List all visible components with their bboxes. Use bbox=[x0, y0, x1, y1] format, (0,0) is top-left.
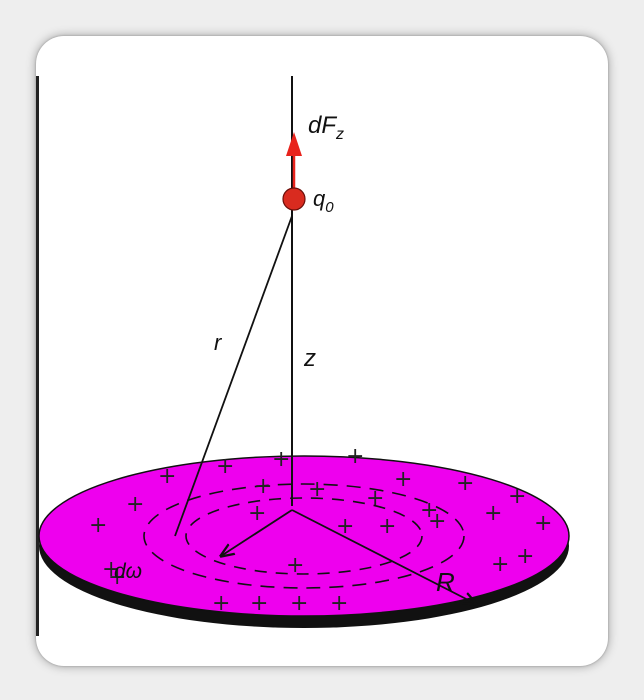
force-arrowhead bbox=[286, 132, 302, 156]
plus-sign: + bbox=[366, 486, 384, 511]
plus-sign: + bbox=[290, 591, 308, 616]
plus-sign: + bbox=[248, 501, 266, 526]
plus-charges: ++++++++++++++++++++++++++++ bbox=[89, 444, 552, 616]
plus-sign: + bbox=[108, 565, 126, 590]
figure-card: ++++++++++++++++++++++++++++ dFz q0 r z … bbox=[36, 36, 608, 666]
ring-outer bbox=[143, 483, 465, 589]
r-label: r bbox=[214, 330, 223, 355]
plus-sign: + bbox=[336, 514, 354, 539]
charge-label: q0 bbox=[313, 186, 334, 216]
plus-sign: + bbox=[308, 477, 326, 502]
plus-sign: + bbox=[102, 557, 120, 582]
plus-sign: + bbox=[491, 552, 509, 577]
plus-sign: + bbox=[286, 553, 304, 578]
plus-sign: + bbox=[216, 454, 234, 479]
plus-sign: + bbox=[126, 492, 144, 517]
radius-label: R bbox=[436, 567, 455, 597]
plus-sign: + bbox=[346, 444, 364, 469]
charged-disk bbox=[38, 455, 570, 617]
point-charge bbox=[282, 187, 306, 211]
z-label: z bbox=[303, 345, 316, 372]
area-element-arrow bbox=[221, 509, 293, 556]
plus-sign: + bbox=[420, 498, 438, 523]
radius-arrow bbox=[291, 509, 476, 604]
plus-sign: + bbox=[484, 501, 502, 526]
plus-sign: + bbox=[158, 464, 176, 489]
force-label: dFz bbox=[308, 112, 344, 143]
plus-sign: + bbox=[378, 514, 396, 539]
plus-sign: + bbox=[534, 511, 552, 536]
plus-sign: + bbox=[89, 513, 107, 538]
left-edge-line bbox=[36, 76, 39, 636]
plus-sign: + bbox=[456, 471, 474, 496]
plus-sign: + bbox=[508, 484, 526, 509]
ring-inner bbox=[185, 497, 423, 575]
plus-sign: + bbox=[330, 591, 348, 616]
r-line bbox=[174, 215, 293, 537]
area-element-label: dω bbox=[114, 560, 142, 583]
plus-sign: + bbox=[516, 544, 534, 569]
plus-sign: + bbox=[428, 509, 446, 534]
plus-sign: + bbox=[212, 591, 230, 616]
plus-sign: + bbox=[394, 467, 412, 492]
charged-disk-diagram: ++++++++++++++++++++++++++++ dFz q0 r z … bbox=[38, 76, 570, 628]
plus-sign: + bbox=[250, 591, 268, 616]
plus-sign: + bbox=[254, 474, 272, 499]
plus-sign: + bbox=[272, 447, 290, 472]
